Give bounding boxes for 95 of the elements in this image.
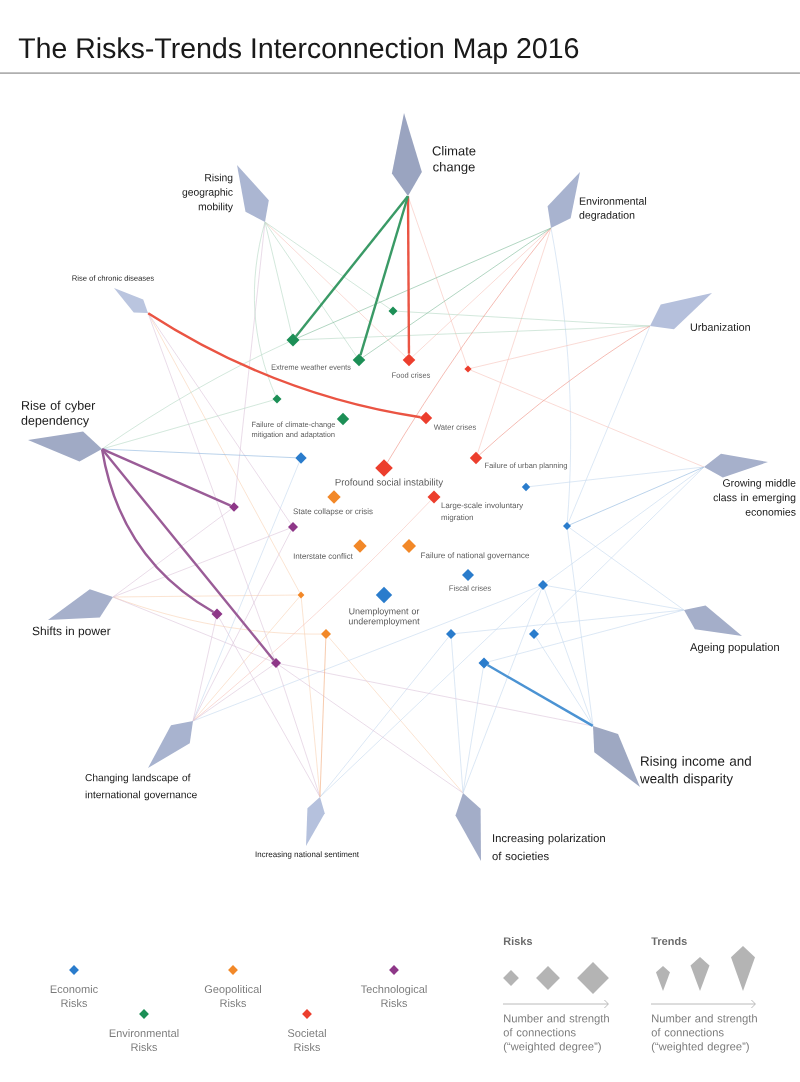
connector-line — [319, 587, 541, 798]
title: The Risks-Trends Interconnection Map 2016 — [18, 37, 579, 64]
connector-line — [406, 196, 411, 354]
connector-line — [100, 449, 215, 614]
connector-line — [112, 596, 273, 662]
connector-line — [101, 448, 232, 507]
legend-heading: Trends — [651, 936, 687, 946]
legend-label: Environmental Risks — [109, 1028, 179, 1052]
connector-line — [147, 312, 421, 419]
connector-line — [218, 617, 321, 798]
connector-line — [546, 585, 685, 611]
node-label: Profound social instability — [334, 477, 444, 489]
node-label: Failure of national governance — [419, 551, 531, 561]
connector-line — [451, 638, 464, 794]
node-label: State collapse or crisis — [292, 507, 374, 517]
node-label: Shifts in power — [31, 625, 112, 639]
connector-line — [536, 466, 705, 632]
connector-line — [407, 195, 468, 367]
legend-label: Societal Risks — [287, 1028, 326, 1052]
connector-line — [264, 221, 391, 310]
connector-line — [462, 667, 484, 794]
diamond-marker — [388, 306, 398, 316]
diamond-marker — [286, 333, 300, 347]
legend-note: Number and strength of connections (“weighted degree”) — [651, 1014, 757, 1053]
node-label: Growing middle class in emerging economies — [711, 478, 797, 517]
node-label: Environmental degradation — [578, 196, 650, 222]
node-label: Increasing national sentiment — [254, 850, 360, 860]
connector-line — [488, 609, 685, 663]
node-label: Increasing polarization of societies — [491, 833, 609, 861]
connector-line — [319, 638, 327, 798]
connector-line — [192, 586, 540, 722]
connector-line — [328, 636, 464, 794]
connector-line — [455, 609, 685, 634]
connector-line — [101, 448, 275, 661]
node-label: Unemployment or underemployment — [346, 607, 422, 627]
diamond-marker — [521, 482, 531, 492]
connector-line — [362, 227, 552, 358]
diamond-marker — [295, 452, 307, 464]
connector-line — [477, 227, 552, 454]
diamond-marker — [478, 657, 490, 669]
connector-line — [535, 636, 594, 727]
connector-line — [298, 325, 651, 341]
connector-line — [278, 664, 464, 794]
diamond-marker — [538, 580, 548, 590]
connector-line — [478, 325, 651, 456]
connector-line — [112, 528, 290, 598]
diamond-marker — [563, 522, 571, 530]
connector-line — [569, 527, 685, 611]
connector-line — [486, 664, 594, 727]
diamond-marker — [272, 394, 282, 404]
diamond-marker — [464, 365, 472, 373]
connector-line — [387, 227, 552, 463]
connector-line — [319, 636, 450, 798]
connector-line — [569, 466, 705, 526]
connector-line — [462, 588, 542, 794]
connector-line — [279, 663, 594, 727]
connector-line — [192, 530, 292, 722]
diamond-marker — [229, 502, 239, 512]
connector-line — [544, 588, 594, 727]
legend-label: Technological Risks — [360, 984, 427, 1008]
connector-line — [567, 325, 651, 524]
connector-line — [192, 664, 274, 722]
legend-label: Geopolitical Risks — [204, 984, 261, 1008]
legend-label: Economic Risks — [50, 984, 98, 1008]
diamond-marker — [297, 591, 305, 599]
node-label: Rise of cyber dependency — [20, 399, 98, 429]
connector-line — [101, 448, 296, 459]
legend-note: Number and strength of connections (“weighted degree”) — [503, 1014, 609, 1053]
diamond-marker — [321, 629, 331, 639]
diamond-marker — [288, 522, 298, 532]
node-label: Rising income and wealth disparity — [639, 755, 754, 787]
connector-line — [101, 341, 289, 450]
node-label: Rising geographic mobility — [179, 172, 234, 214]
diamond-marker — [446, 629, 456, 639]
connector-line — [192, 618, 217, 722]
connector-line — [550, 227, 571, 523]
connector-line — [294, 195, 409, 338]
connector-line — [112, 508, 232, 598]
connector-line — [359, 195, 410, 356]
node-label: Urbanization — [689, 322, 752, 332]
connector-line — [567, 529, 594, 727]
connector-line — [147, 312, 275, 660]
connector-line — [470, 369, 705, 468]
legend-heading: Risks — [503, 936, 533, 946]
diamond-marker — [529, 629, 539, 639]
connector-line — [264, 221, 293, 336]
connector-line — [297, 227, 552, 339]
connector-line — [276, 666, 321, 798]
node-label: Climate change — [430, 145, 478, 175]
node-label: Changing landscape of international governance — [84, 772, 200, 802]
diamond-marker — [271, 658, 281, 668]
diamond-marker — [211, 608, 223, 620]
connector-line — [264, 221, 357, 357]
connector-line — [254, 221, 276, 397]
node-label: Ageing population — [689, 642, 781, 655]
